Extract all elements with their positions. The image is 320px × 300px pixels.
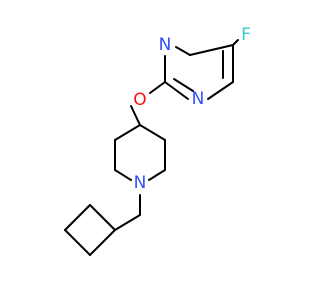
bond (130, 105, 141, 126)
bond (175, 46, 191, 56)
bond (89, 204, 116, 231)
bond (189, 44, 234, 56)
bond (149, 81, 166, 94)
bond (89, 229, 116, 256)
bond (114, 169, 132, 181)
bond (64, 204, 91, 231)
bond (139, 124, 166, 141)
atom-label-fluorine: F (241, 25, 251, 45)
atom-label-nitrogen: N (192, 89, 205, 109)
bond (64, 229, 91, 256)
bond (114, 124, 141, 141)
bond (173, 78, 194, 92)
bond (232, 39, 239, 46)
structure-canvas: F N N O N (64, 25, 251, 256)
molecule-drawing: F N N O N (64, 25, 251, 256)
bond (164, 81, 189, 100)
atom-label-oxygen: O (133, 90, 146, 110)
bond (207, 81, 234, 100)
atom-label-nitrogen: N (159, 35, 172, 55)
bond (148, 169, 166, 181)
bond (114, 214, 141, 231)
atom-label-nitrogen: N (134, 173, 147, 193)
